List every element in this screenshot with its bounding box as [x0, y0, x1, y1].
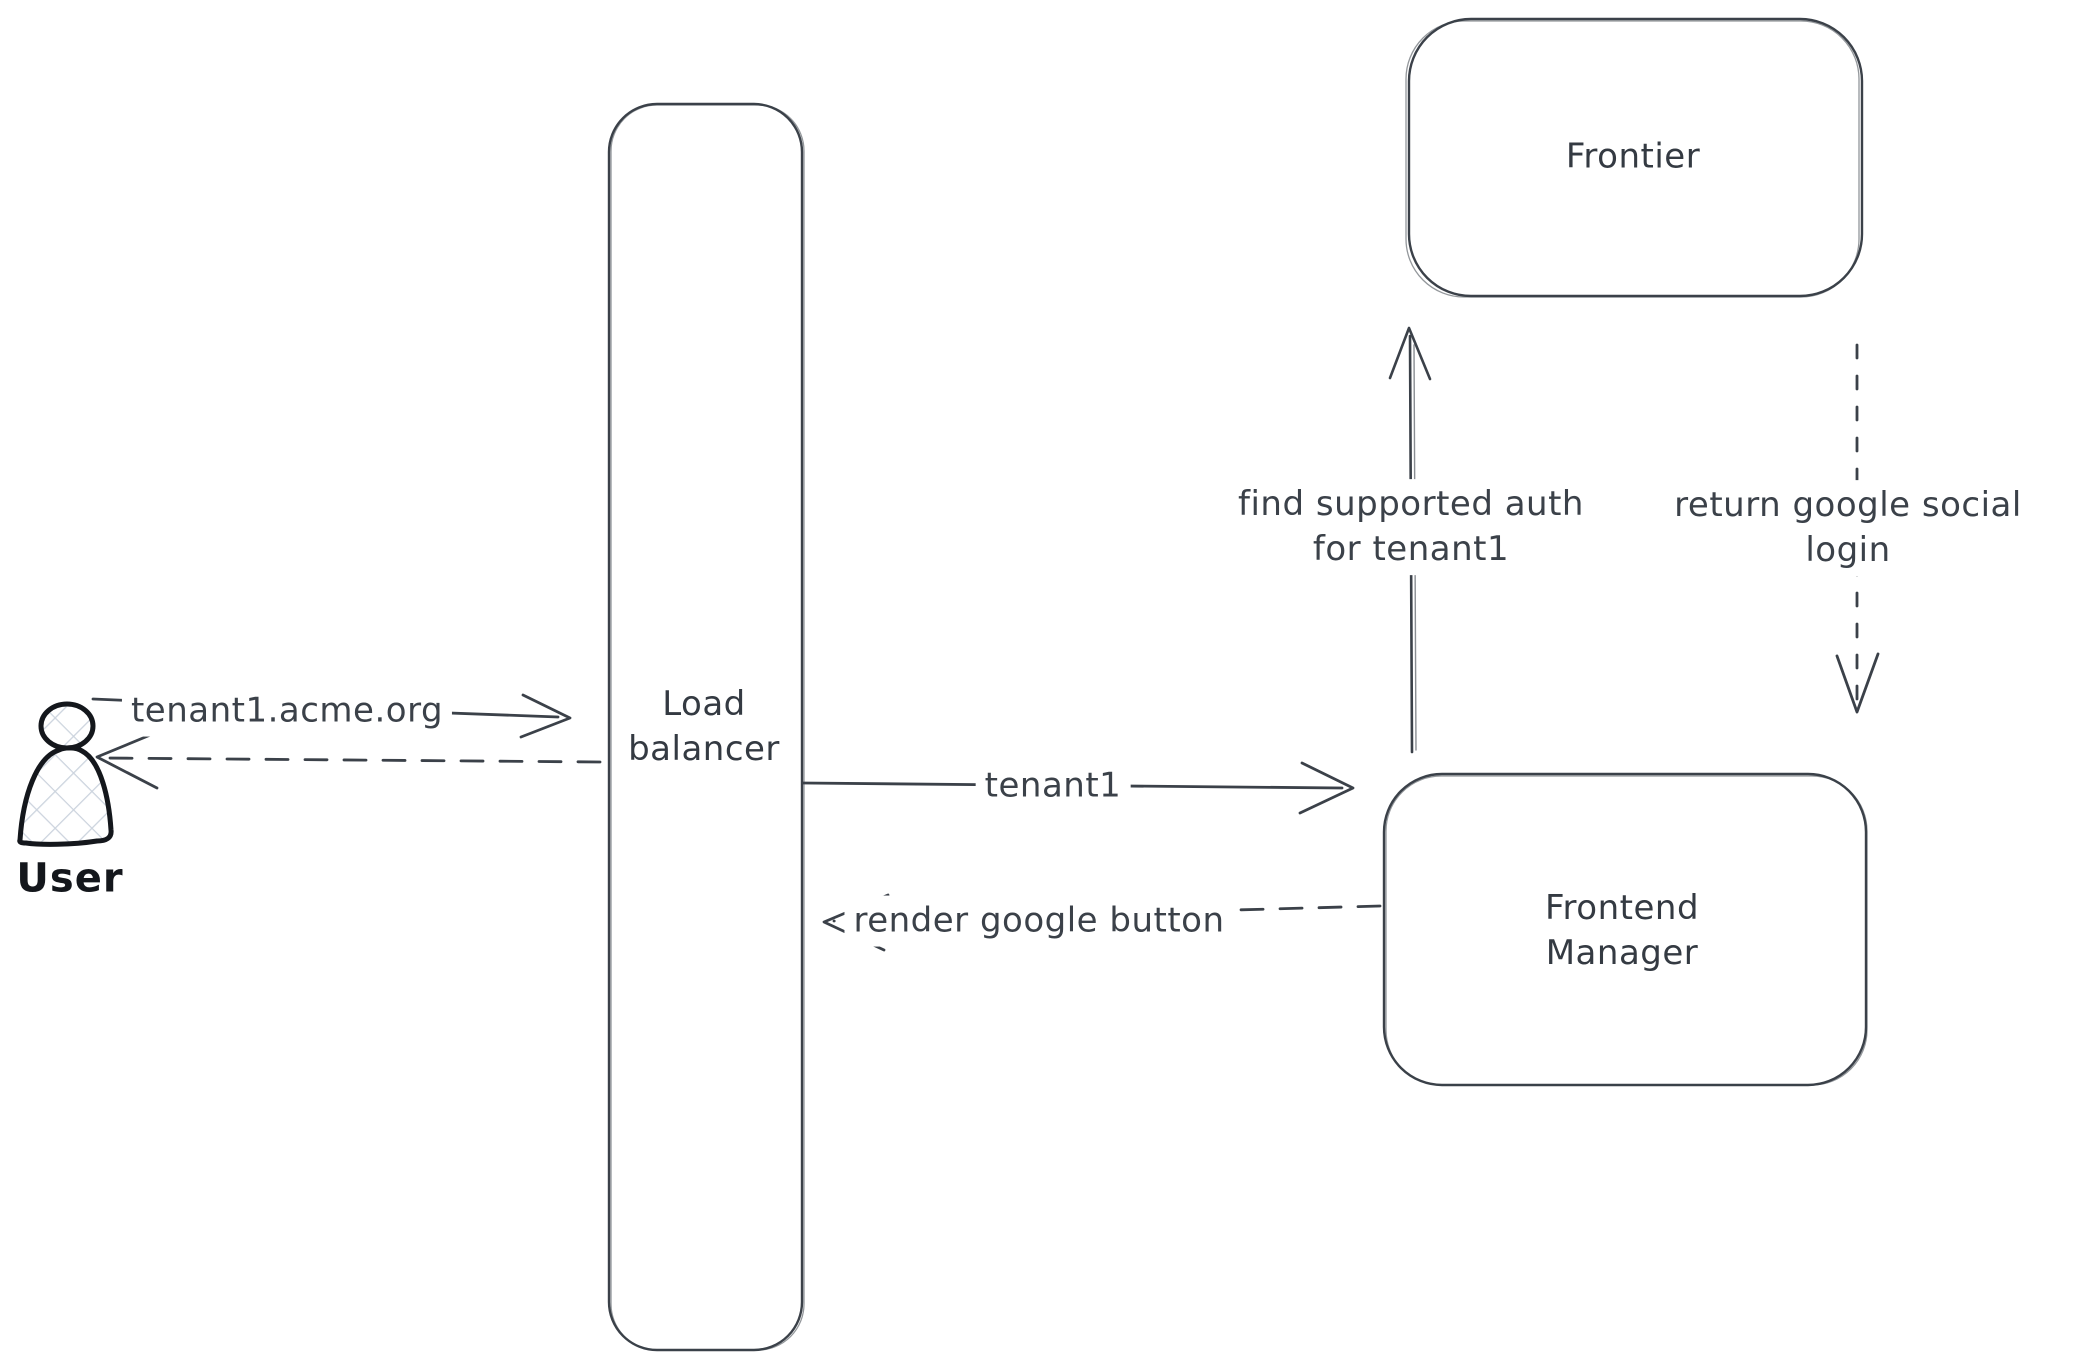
user-icon — [17, 701, 114, 847]
edge-label-find-supported-auth-line1: find supported auth — [1238, 484, 1584, 525]
arrow-frontier-to-frontendmanager-dashed — [1835, 343, 1880, 714]
frontier-label: Frontier — [1565, 136, 1701, 177]
edge-label-return-google-social-login: return google social login — [1665, 480, 2031, 576]
frontend-manager-label-line2: Manager — [1545, 933, 1699, 973]
frontend-manager-label: Frontend Manager — [1545, 886, 1699, 976]
frontier-box — [1405, 17, 1864, 298]
edge-label-return-google-social-login-line2: login — [1805, 530, 1891, 570]
load-balancer-label: Load balancer — [628, 682, 780, 772]
frontend-manager-label-line1: Frontend — [1544, 888, 1700, 929]
load-balancer-box — [607, 102, 805, 1352]
edge-label-tenant1-acme-org: tenant1.acme.org — [121, 685, 453, 737]
edge-label-return-google-social-login-line1: return google social — [1674, 485, 2022, 526]
frontend-manager-box — [1382, 772, 1868, 1087]
load-balancer-label-line2: balancer — [628, 729, 780, 769]
user-label: User — [16, 855, 124, 902]
edge-label-tenant1: tenant1 — [975, 760, 1131, 812]
edge-label-find-supported-auth: find supported auth for tenant1 — [1229, 479, 1593, 575]
edge-label-render-google-button: render google button — [844, 895, 1234, 947]
edge-label-find-supported-auth-line2: for tenant1 — [1312, 529, 1510, 569]
arrow-loadbalancer-to-user-dashed — [95, 729, 602, 790]
load-balancer-label-line1: Load — [662, 684, 746, 725]
